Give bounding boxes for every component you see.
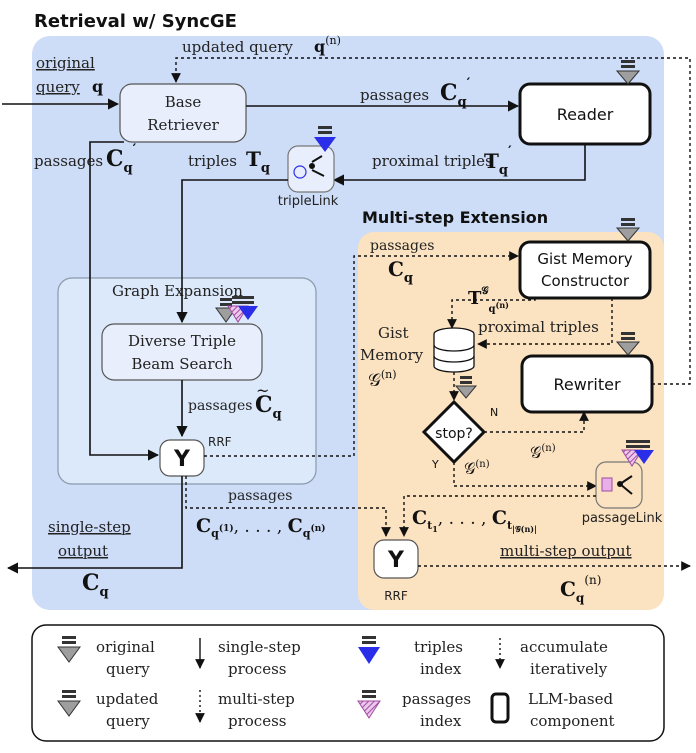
n-branch-label: N [490,406,498,419]
stop-label: stop? [435,426,473,442]
diverse-triple-label-2: Beam Search [131,355,233,373]
gist-memory-label-2: Memory [360,346,424,364]
legend-original-query-2: query [106,660,150,678]
triplelink-icon [287,126,336,193]
passages-to-rrf-path [89,141,160,461]
rrf-to-gist-dashed [204,251,519,457]
multistep-panel [358,232,664,610]
passages-label-top: passages [360,86,429,104]
legend-updated-query-icon [57,690,81,717]
legend-single-step-1: single-step [218,638,301,656]
stop-query-icon [454,376,478,399]
proximal-triples-gist-label: proximal triples [478,318,599,336]
proximal-triples-arrow [332,144,586,186]
rrf-label: RRF [208,435,232,449]
triples-to-beam-arrow [176,179,288,324]
rewriter-box [520,354,654,414]
gist-constructor-label-1: Gist Memory [537,250,632,268]
updated-query-label: updated query [182,38,293,56]
legend-llm-icon [490,692,510,724]
passagelink-icon [595,440,654,509]
main-title: Retrieval w/ SyncGE [34,11,237,32]
gist-constructor-label-2: Constructor [541,272,630,290]
passages-label-bottom: passages [228,488,292,504]
legend-triples-index-2: index [420,660,462,678]
original-query-icon [615,60,641,85]
y-branch-label: Y [431,458,439,471]
rewriter-label: Rewriter [553,375,620,394]
legend-multi-step-1: multi-step [218,690,295,708]
rewriter-query-icon [615,332,641,356]
graph-expansion-title: Graph Expansion [112,282,243,300]
gist-memory-label-1: Gist [378,324,409,342]
rrf2-box [373,539,419,579]
gist-query-icon [615,218,641,242]
passages-label-beam: passages [188,398,252,414]
legend-triples-index-icon [358,636,380,664]
multistep-title: Multi-step Extension [362,208,548,227]
passagelink-to-rrf2-dashed [399,495,596,537]
single-step-label-1: single-step [48,518,131,536]
rrf-symbol: Y [173,447,191,472]
single-step-label-2: output [58,542,108,560]
triples-label: triples [188,152,237,170]
triplelink-label: tripleLink [278,194,339,209]
legend-original-query-1: original [96,638,155,656]
constructor-to-memory-dashed [447,298,536,329]
rrf2-label: RRF [384,589,408,603]
diverse-triple-label-1: Diverse Triple [128,332,236,350]
legend-llm-2: component [530,712,615,730]
rrf-to-rrf2-dashed [185,476,391,537]
legend-accumulate-2: iteratively [530,660,608,678]
base-retriever-label-2: Retriever [147,116,219,134]
gist-constructor-box [518,240,652,300]
single-step-output-arrow [6,476,183,574]
beam-search-index-icons [215,296,258,323]
original-query-label-1: original [36,54,95,72]
legend-triples-index-1: triples [414,638,463,656]
legend-single-step-2: process [228,660,286,678]
multi-step-output-label: multi-step output [500,542,632,560]
legend-original-query-icon [57,636,81,663]
base-retriever-box [119,83,247,143]
legend-passages-index-icon [357,690,381,719]
passagelink-label: passageLink [582,511,663,526]
legend-multi-step-2: process [228,712,286,730]
original-query-label-2: query [36,78,80,96]
passages-label-left: passages [34,152,103,170]
legend-passages-index-2: index [420,712,462,730]
rrf2-symbol: Y [387,548,405,573]
proximal-triples-label: proximal triples [372,152,493,170]
reader-label: Reader [557,105,614,124]
passages-label-gist: passages [370,238,434,254]
legend-accumulate-1: accumulate [520,638,608,656]
legend-updated-query-1: updated [96,690,159,708]
q-symbol-input: q [92,77,103,96]
gist-memory-db [433,327,475,373]
stop-to-passagelink-dashed [453,462,597,491]
c-tilde-mark: ~ [256,381,269,400]
legend-llm-1: LLM-based [528,690,613,708]
legend-passages-index-1: passages [402,690,471,708]
updated-query-loop [171,57,691,385]
base-retriever-label-1: Base [165,93,202,111]
legend-updated-query-2: query [106,712,150,730]
